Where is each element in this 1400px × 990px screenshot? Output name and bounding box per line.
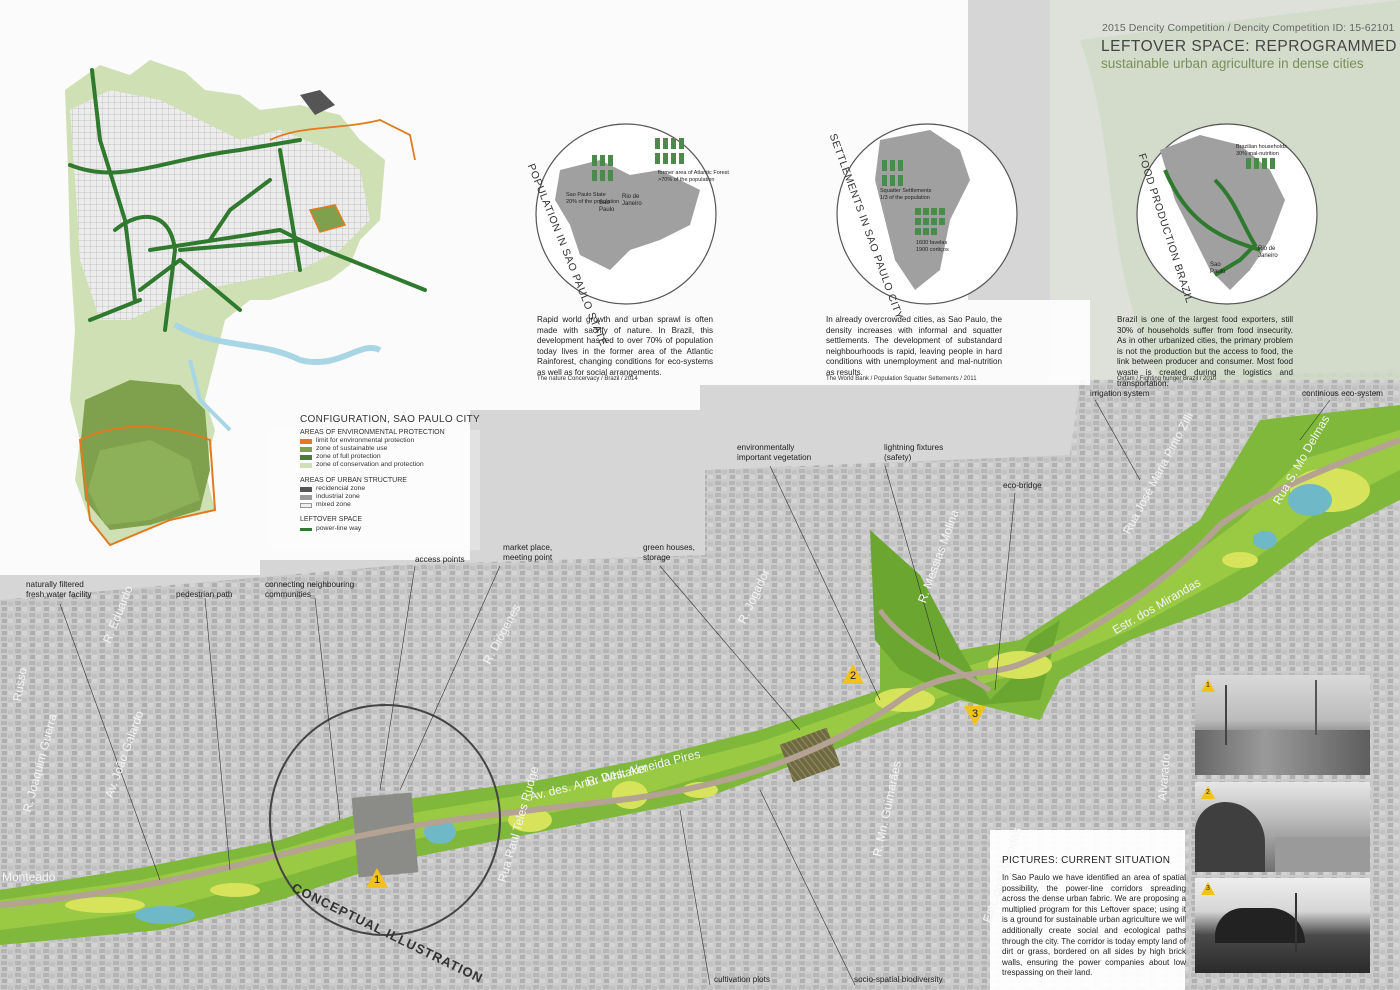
competition-label: 2015 Dencity Competition / Dencity Compe… [1102,22,1395,34]
legend-swatch [300,503,312,508]
photo-1: 1 [1195,675,1370,775]
legend-swatch [300,495,312,500]
callout-cultivation-plots: cultivation plots [714,975,770,984]
legend-item: zone of full protection [316,453,381,460]
infographic-source-food: Oxfam / Fighting hunger Brazil / 2010 [1117,376,1217,382]
pictures-text: In Sao Paulo we have identified an area … [1002,873,1187,978]
legend-item: limit for environmental protection [316,437,415,444]
marker-triangle-icon [1201,882,1215,895]
annotation: >70% of the population [658,177,715,183]
marker-triangle-icon [964,706,986,726]
marker-1: 1 [366,868,388,888]
annotation: former area of Atlantic Forest [658,170,729,176]
annotation: 20% of the population [566,199,620,205]
callout-lighting: lightning fixtures (safety) [884,443,944,462]
legend-swatch [300,528,312,531]
infographic-circle-population [535,123,717,305]
annotation: 1/3 of the population [880,195,930,201]
pictures-heading: PICTURES: CURRENT SITUATION [1002,855,1171,866]
marker-3: 3 [964,706,986,726]
legend-item: industrial zone [316,493,360,500]
photo-marker: 2 [1201,786,1215,799]
infographic-text-food: Brazil is one of the largest food export… [1117,315,1293,388]
page-title: LEFTOVER SPACE: REPROGRAMMED [1101,38,1397,55]
callout-connecting: connecting neighbouring communities [265,580,355,599]
annotation: Rio de Janeiro [622,194,642,207]
legend-swatch [300,439,312,444]
callout-pedestrian-path: pedestrian path [176,590,233,599]
infographic-circle-settlements [836,123,1018,305]
sao-paulo-map [65,60,427,547]
page-subtitle: sustainable urban agriculture in dense c… [1101,56,1364,71]
marker-triangle-icon [1201,786,1215,799]
callout-irrigation: irrigation system [1090,389,1150,398]
infographic-text-settlements: In already overcrowded cities, as Sao Pa… [826,315,1002,377]
callout-green-houses: green houses, storage [643,543,695,562]
infographic-circle-food [1136,123,1318,305]
marker-2: 2 [842,664,864,684]
callout-access-points: access points [415,555,465,564]
callout-eco-bridge: eco-bridge [1003,481,1042,490]
annotation: Sao Paulo State [566,192,606,198]
annotation: Squatter Settlements [880,188,932,194]
photo-marker: 1 [1201,679,1215,692]
callout-vegetation: environmentally important vegetation [737,443,812,462]
annotation: 1900 cortiços [916,247,949,253]
infographic-source-settlements: The World Bank / Population Squatter Set… [826,376,977,382]
legend-swatch [300,463,312,468]
infographic-source-population: The nature Concervacy / Brazil / 2014 [537,376,638,382]
legend-item: zone of conservation and protection [316,461,424,468]
callout-water-facility: naturally filtered fresh water facility [26,580,92,599]
legend-item: zone of sustainable use [316,445,388,452]
annotation: 30% mal-nutrition [1236,151,1279,157]
annotation: 1600 favelas [916,240,948,246]
marker-triangle-icon [842,664,864,684]
annotation: Rio de Janeiro [1258,246,1278,259]
legend-swatch [300,487,312,492]
infographic-text-population: Rapid world growth and urban sprawl is o… [537,315,713,377]
legend-title: CONFIGURATION, SAO PAULO CITY [300,414,481,425]
callout-biodiversity: socio-spatial biodiversity [854,975,943,984]
legend-swatch [300,447,312,452]
annotation: Sao Paulo [1210,262,1226,275]
annotation: Brazilian households [1236,144,1287,150]
marker-triangle-icon [366,868,388,888]
legend-swatch [300,455,312,460]
street-label: Monteado [2,870,56,884]
annotation: Sao Paulo [599,200,615,213]
legend-item: power-line way [316,525,362,532]
legend-item: recidencial zone [316,485,366,492]
photo-marker: 3 [1201,882,1215,895]
callout-market-place: market place, meeting point [503,543,553,562]
legend-item: mixed zone [316,501,351,508]
legend-heading-urban: AREAS OF URBAN STRUCTURE [300,477,407,484]
legend-heading-leftover: LEFTOVER SPACE [300,516,362,523]
photo-3: 3 [1195,878,1370,973]
marker-triangle-icon [1201,679,1215,692]
legend-heading-environment: AREAS OF ENVIRONMENTAL PROTECTION [300,429,445,436]
callout-continuous: continious eco-system [1302,389,1383,398]
photo-2: 2 [1195,782,1370,872]
